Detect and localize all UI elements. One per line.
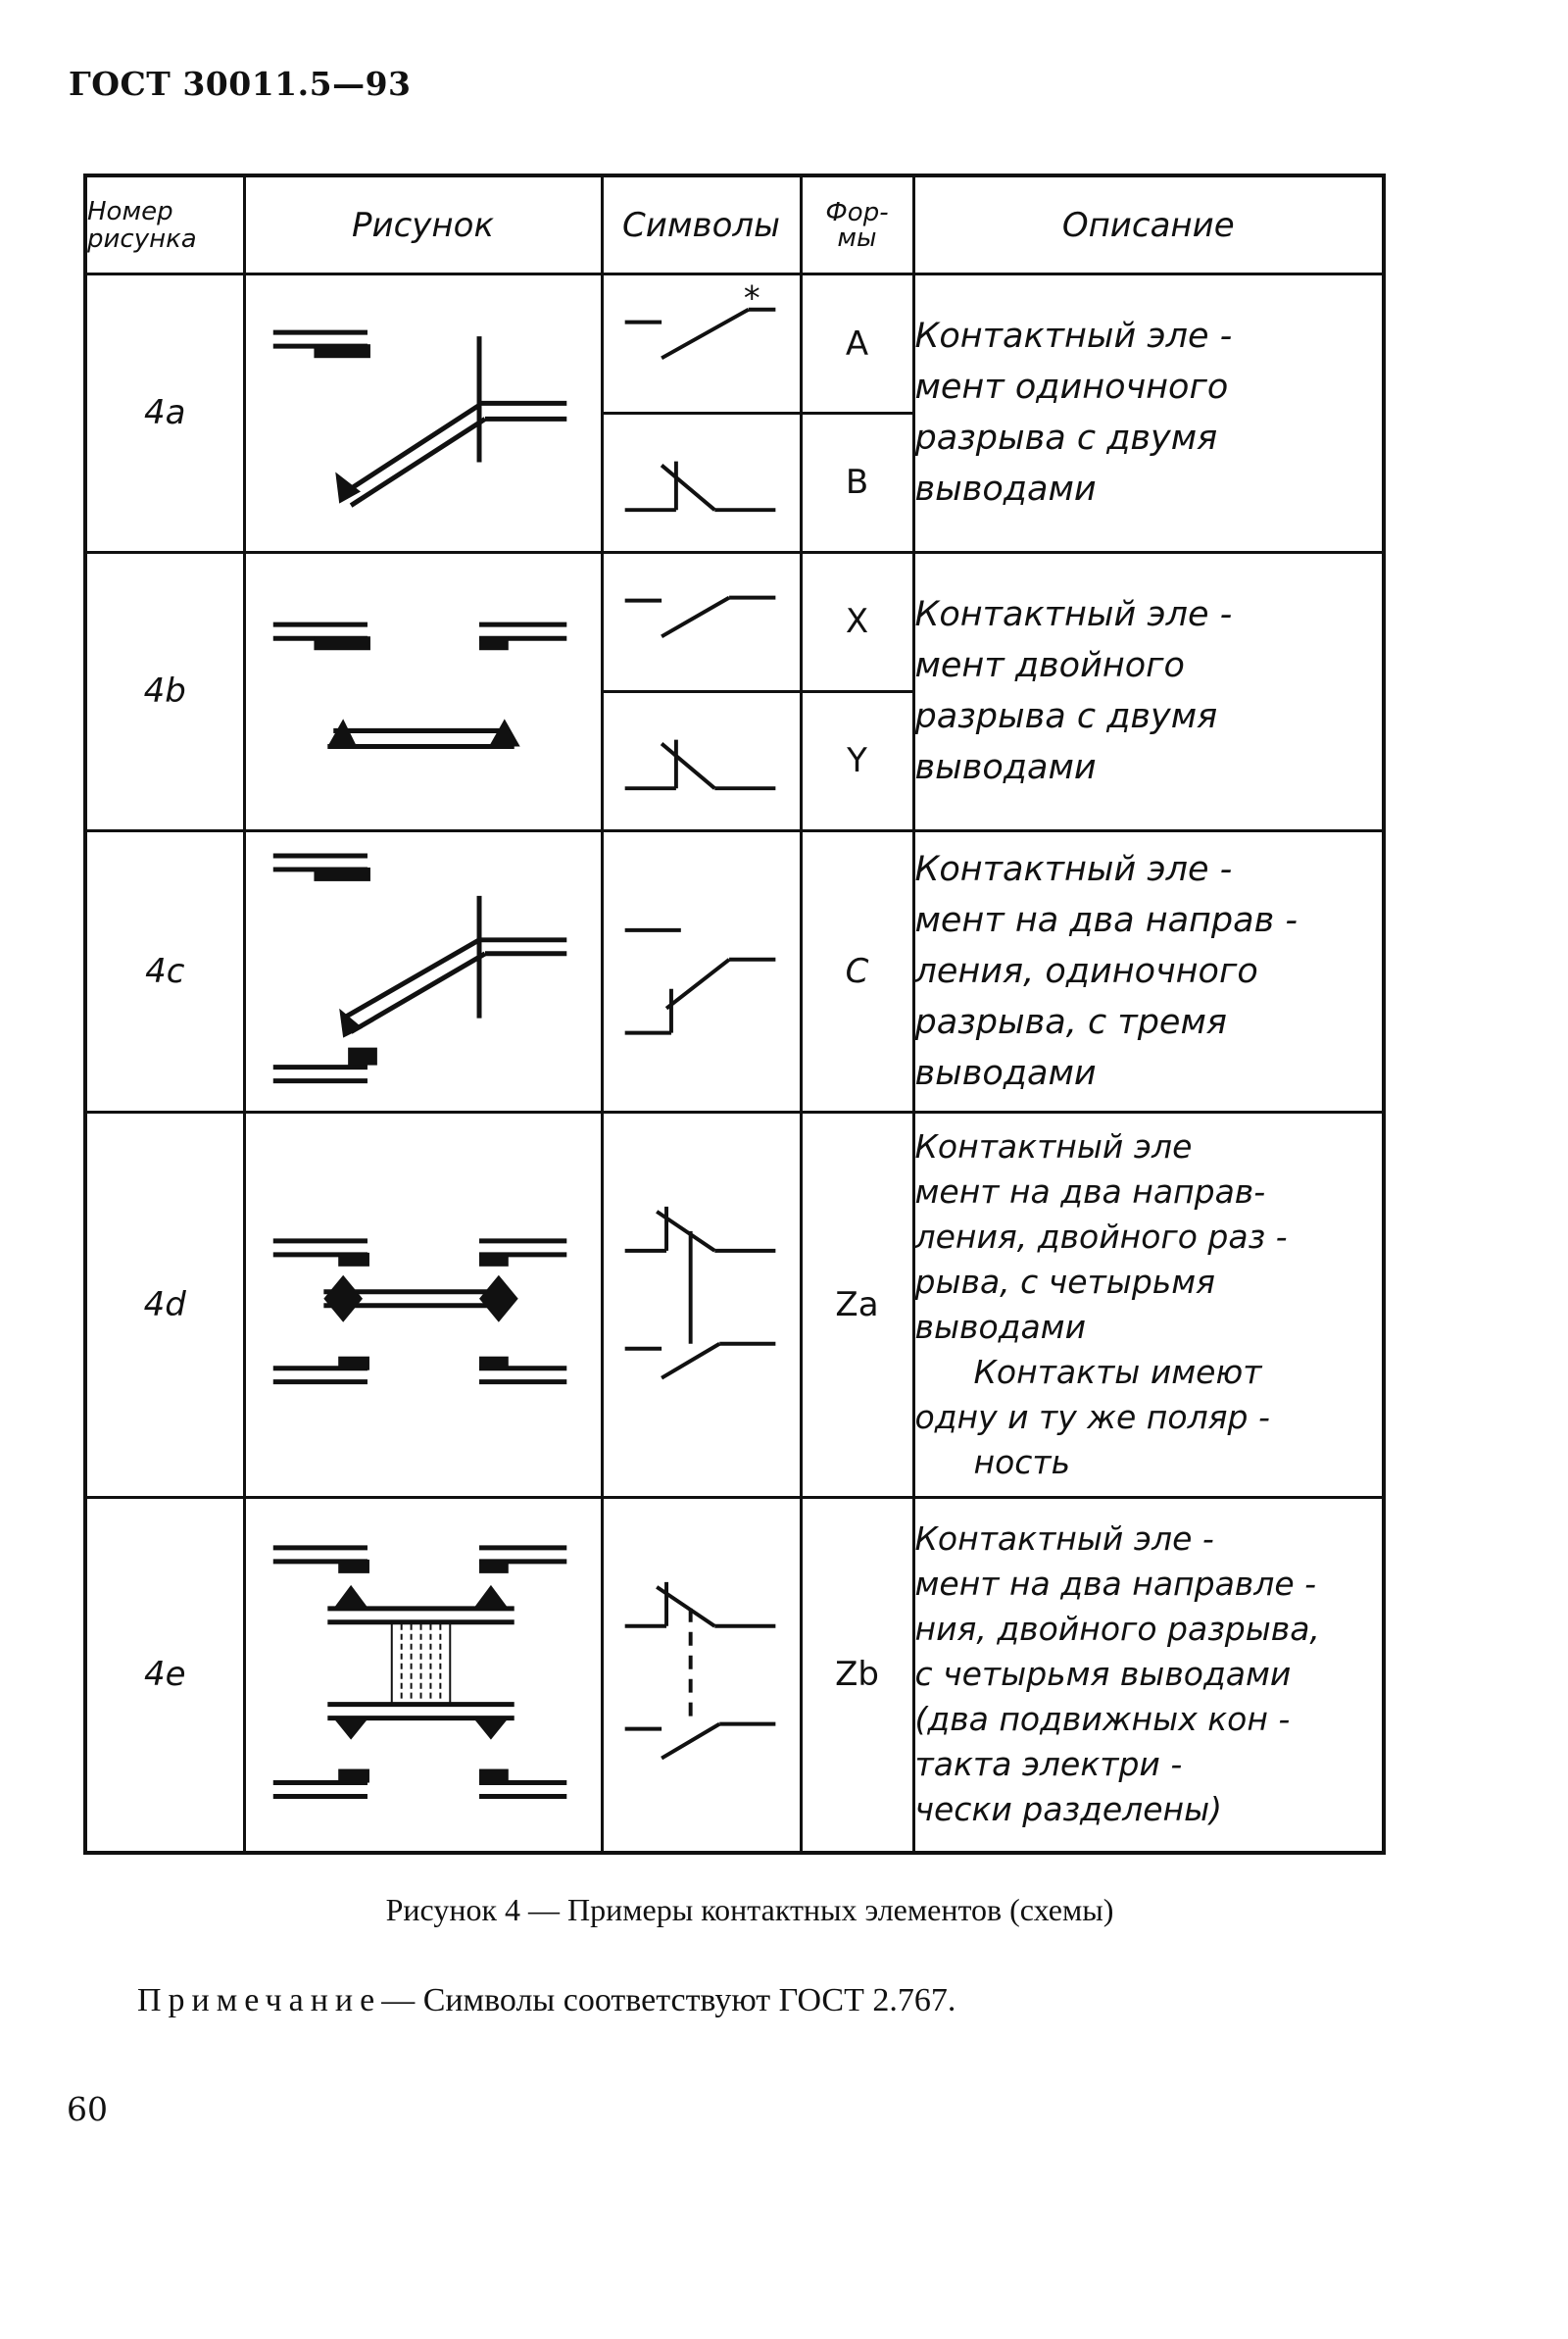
row-number: 4b	[83, 550, 246, 832]
table-row: 4c	[83, 828, 1386, 1115]
row-number: 4e	[83, 1495, 246, 1855]
contact-drawing-4c	[242, 828, 604, 1115]
figure-caption: Рисунок 4 — Примеры контактных элементов…	[385, 1892, 1114, 1927]
table-row: 4d	[83, 1111, 1386, 1499]
contact-drawing-4e	[242, 1495, 604, 1855]
table-header-row: Номер рисунка Рисунок Символы Фор- мы Оп…	[83, 174, 1386, 276]
drawing-two-direction-single-break	[272, 852, 566, 1083]
form-label: C	[799, 828, 915, 1115]
table-row: 4a	[83, 273, 1386, 554]
symbol-form-za	[600, 1111, 803, 1499]
drawing-single-break-two-terminals	[272, 329, 566, 508]
symbol-form-zb	[600, 1495, 803, 1855]
note-label: Примечание	[137, 1982, 382, 2018]
column-header-symbols: Символы	[600, 174, 803, 276]
symbol-form-b	[600, 411, 803, 554]
table-row: 4b	[83, 550, 1386, 832]
column-header-form: Фор- мы	[799, 174, 915, 276]
symbol-form-c	[600, 828, 803, 1115]
row-description: Контактный эле мент на два направ- ления…	[911, 1111, 1386, 1499]
form-label: B	[799, 411, 915, 554]
contact-drawing-4b	[242, 550, 604, 832]
table-row: Y	[85, 689, 1384, 832]
form-label: X	[799, 550, 915, 693]
drawing-double-break-two-terminals	[272, 622, 566, 749]
note-text: — Символы соответствуют ГОСТ 2.767.	[381, 1982, 956, 2018]
drawing-two-direction-double-break-isolated	[272, 1545, 566, 1799]
contact-elements-table: Номер рисунка Рисунок Символы Фор- мы Оп…	[83, 174, 1386, 1855]
row-description: Контактный эле - мент на два направ - ле…	[911, 828, 1386, 1115]
column-header-picture: Рисунок	[242, 174, 604, 276]
page-number: 60	[67, 2090, 108, 2128]
form-label: Zb	[799, 1495, 915, 1855]
symbol-form-y	[600, 689, 803, 832]
row-description: Контактный эле - мент двойного разрыва с…	[911, 550, 1386, 832]
row-number: 4d	[83, 1111, 246, 1499]
contact-drawing-4d	[242, 1111, 604, 1499]
symbol-form-a: *	[600, 273, 803, 415]
drawing-two-direction-double-break-same-polarity	[272, 1238, 566, 1385]
column-header-number: Номер рисунка	[83, 174, 246, 276]
row-description: Контактный эле - мент на два направле - …	[911, 1495, 1386, 1855]
row-number: 4a	[83, 273, 246, 554]
form-label: Za	[799, 1111, 915, 1499]
form-label: Y	[799, 689, 915, 832]
contact-drawing-4a	[242, 273, 604, 554]
table-row: 4e	[83, 1495, 1386, 1855]
symbol-form-x	[600, 550, 803, 693]
form-label: A	[799, 273, 915, 415]
row-number: 4c	[83, 828, 246, 1115]
asterisk-mark: *	[743, 279, 760, 318]
column-header-description: Описание	[911, 174, 1386, 276]
document-code: ГОСТ 30011.5—93	[69, 65, 412, 103]
row-description: Контактный эле - мент одиночного разрыва…	[911, 273, 1386, 554]
footnote: Примечание— Символы соответствуют ГОСТ 2…	[137, 1982, 956, 2019]
table-row: B	[85, 411, 1384, 554]
